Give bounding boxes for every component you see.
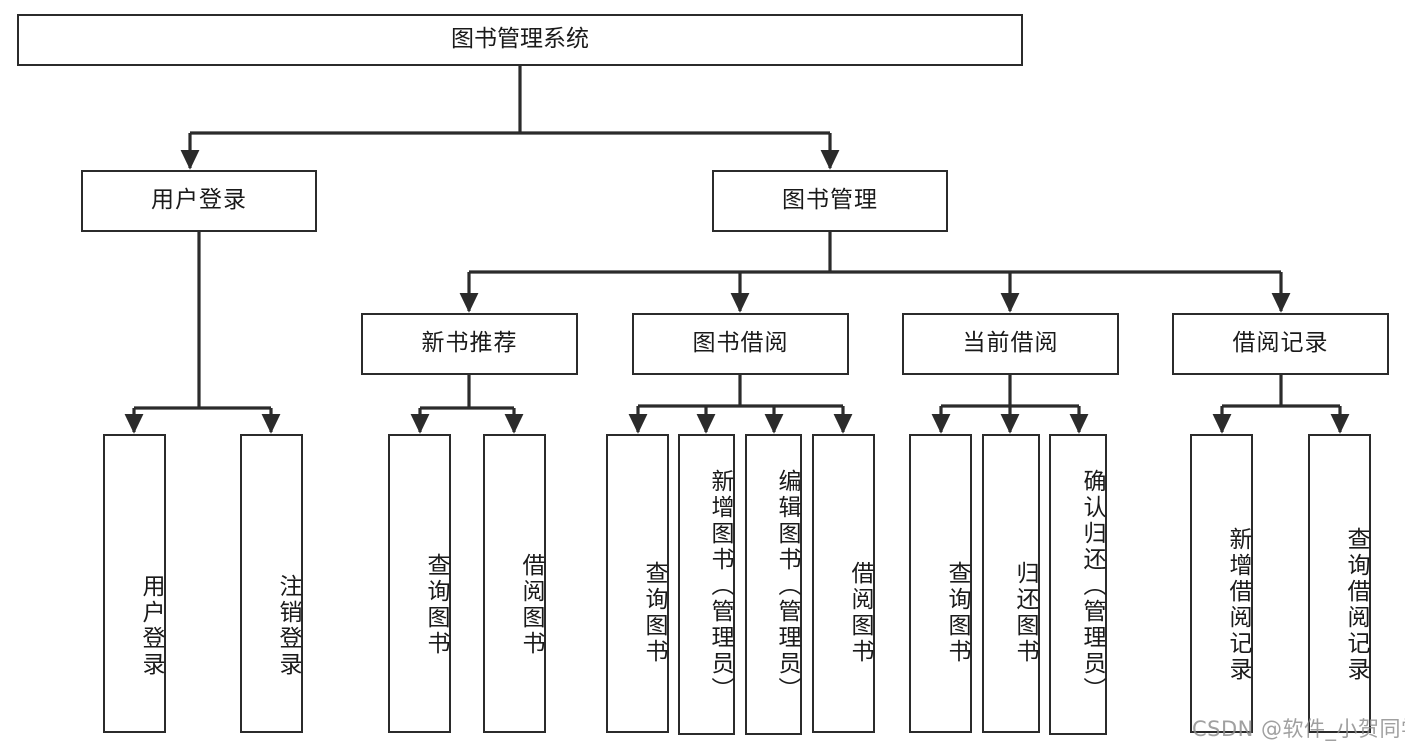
node-root-system[interactable]: 图书管理系统	[17, 14, 1023, 66]
node-leaf-borrow-book-2-label: 借阅图书	[847, 560, 873, 665]
node-book-manage[interactable]: 图书管理	[712, 170, 948, 232]
node-leaf-query-borrow-record-label: 查询借阅记录	[1343, 526, 1369, 683]
csdn-watermark: CSDN @软件_小贺同学	[1192, 717, 1405, 741]
node-leaf-borrow-book-2[interactable]: 借阅图书	[812, 434, 875, 733]
node-leaf-logout-login[interactable]: 注销登录	[240, 434, 303, 733]
node-leaf-confirm-return-admin[interactable]: 确认归还（管理员）	[1049, 434, 1107, 735]
node-leaf-add-book-admin-label: 新增图书（管理员）	[707, 468, 733, 703]
node-leaf-return-book-label: 归还图书	[1012, 560, 1038, 665]
node-leaf-query-book-1[interactable]: 查询图书	[388, 434, 451, 733]
node-leaf-logout-login-label: 注销登录	[275, 573, 301, 678]
node-borrow-record[interactable]: 借阅记录	[1172, 313, 1389, 375]
node-leaf-edit-book-admin[interactable]: 编辑图书（管理员）	[745, 434, 802, 735]
node-leaf-query-book-3-label: 查询图书	[944, 560, 970, 665]
node-leaf-return-book[interactable]: 归还图书	[982, 434, 1040, 733]
node-user-login[interactable]: 用户登录	[81, 170, 317, 232]
node-leaf-user-login[interactable]: 用户登录	[103, 434, 166, 733]
node-borrow-record-label: 借阅记录	[1232, 330, 1329, 357]
node-leaf-user-login-label: 用户登录	[138, 573, 164, 678]
node-user-login-label: 用户登录	[151, 187, 247, 214]
node-leaf-query-book-3[interactable]: 查询图书	[909, 434, 972, 733]
node-leaf-edit-book-admin-label: 编辑图书（管理员）	[774, 468, 800, 703]
node-leaf-add-borrow-record-label: 新增借阅记录	[1225, 526, 1251, 683]
node-book-manage-label: 图书管理	[782, 187, 878, 214]
node-leaf-query-book-1-label: 查询图书	[423, 552, 449, 657]
node-current-borrow[interactable]: 当前借阅	[902, 313, 1119, 375]
node-leaf-query-borrow-record[interactable]: 查询借阅记录	[1308, 434, 1371, 733]
node-new-book-recommend-label: 新书推荐	[421, 330, 518, 357]
node-book-borrow-label: 图书借阅	[692, 330, 789, 357]
node-current-borrow-label: 当前借阅	[962, 330, 1059, 357]
node-leaf-query-book-2-label: 查询图书	[641, 560, 667, 665]
node-leaf-add-borrow-record[interactable]: 新增借阅记录	[1190, 434, 1253, 733]
node-leaf-borrow-book-1-label: 借阅图书	[518, 552, 544, 657]
node-leaf-add-book-admin[interactable]: 新增图书（管理员）	[678, 434, 735, 735]
node-book-borrow[interactable]: 图书借阅	[632, 313, 849, 375]
node-new-book-recommend[interactable]: 新书推荐	[361, 313, 578, 375]
node-leaf-borrow-book-1[interactable]: 借阅图书	[483, 434, 546, 733]
node-leaf-confirm-return-admin-label: 确认归还（管理员）	[1079, 468, 1105, 703]
node-leaf-query-book-2[interactable]: 查询图书	[606, 434, 669, 733]
node-root-label: 图书管理系统	[451, 26, 589, 53]
